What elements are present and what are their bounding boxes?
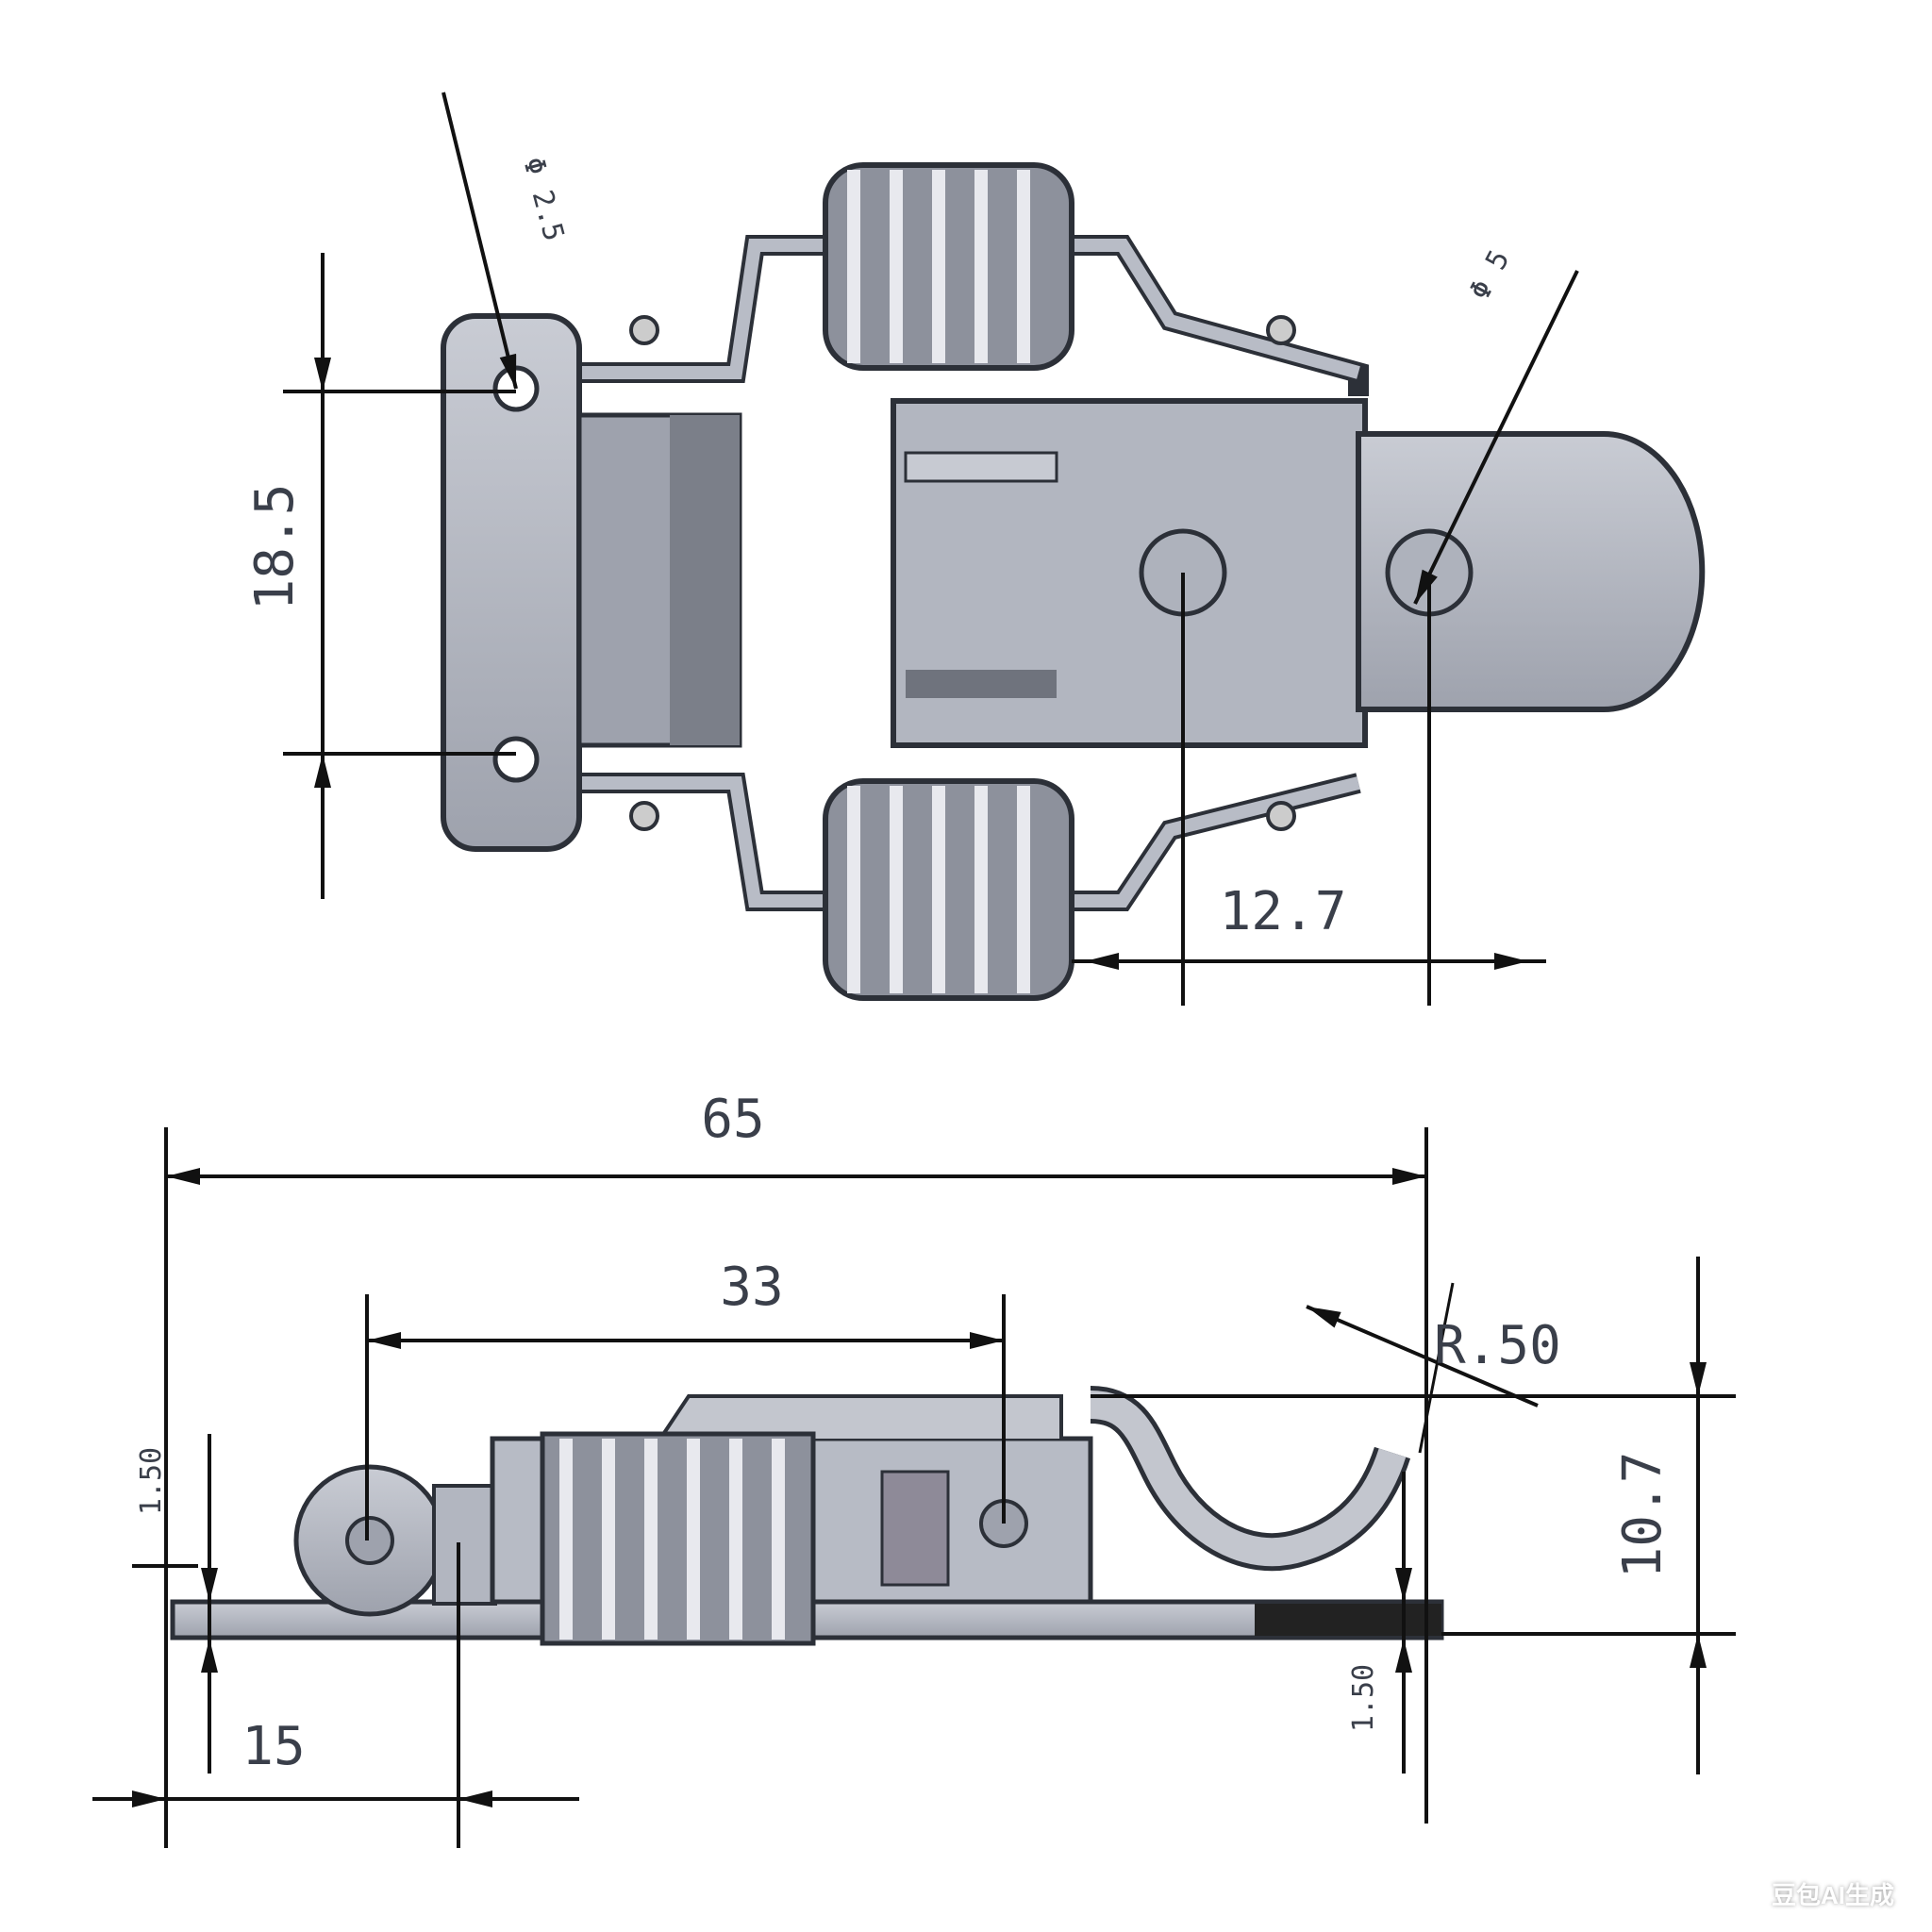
- latch-arm: [629, 315, 1706, 831]
- keeper-plate: [441, 313, 742, 852]
- bottom-spring: [823, 778, 1074, 1001]
- top-spring: [823, 162, 1074, 371]
- dimension-1-50-right-label: 1.50: [1347, 1664, 1380, 1732]
- leader-right-hole: [1413, 270, 1579, 605]
- dimension-1-50-left: [132, 1434, 218, 1774]
- dimension-18-5: [283, 253, 516, 899]
- watermark: 豆包AI生成: [1771, 1881, 1894, 1909]
- dimension-12-7-label: 12.7: [1220, 881, 1347, 942]
- dimension-10-7: [1091, 1257, 1736, 1774]
- hole-left-label: Φ 2.5: [516, 154, 570, 244]
- leader-left-hole: [441, 92, 518, 390]
- dimension-33: [365, 1294, 1006, 1541]
- dimension-33-label: 33: [720, 1257, 783, 1318]
- side-view: 65 33 15 1.50: [92, 1089, 1736, 1848]
- hole-right-label: Φ 5: [1463, 244, 1516, 305]
- dimension-1-50-left-label: 1.50: [135, 1447, 168, 1515]
- dimension-15-label: 15: [242, 1716, 305, 1777]
- dimension-radius-label: R.50: [1434, 1315, 1561, 1376]
- leader-radius: [1306, 1305, 1539, 1407]
- side-spring: [540, 1431, 816, 1646]
- dimension-10-7-label: 10.7: [1612, 1452, 1674, 1579]
- dimension-65: [164, 1127, 1428, 1848]
- top-view: 18.5 12.7 Φ 2.5 Φ 5: [244, 92, 1706, 1006]
- mounting-hole-bottom: [492, 736, 540, 783]
- dimension-15: [92, 1542, 579, 1848]
- dimension-65-label: 65: [701, 1089, 764, 1150]
- dimension-18-5-label: 18.5: [244, 484, 306, 611]
- dimension-12-7: [1072, 573, 1546, 1006]
